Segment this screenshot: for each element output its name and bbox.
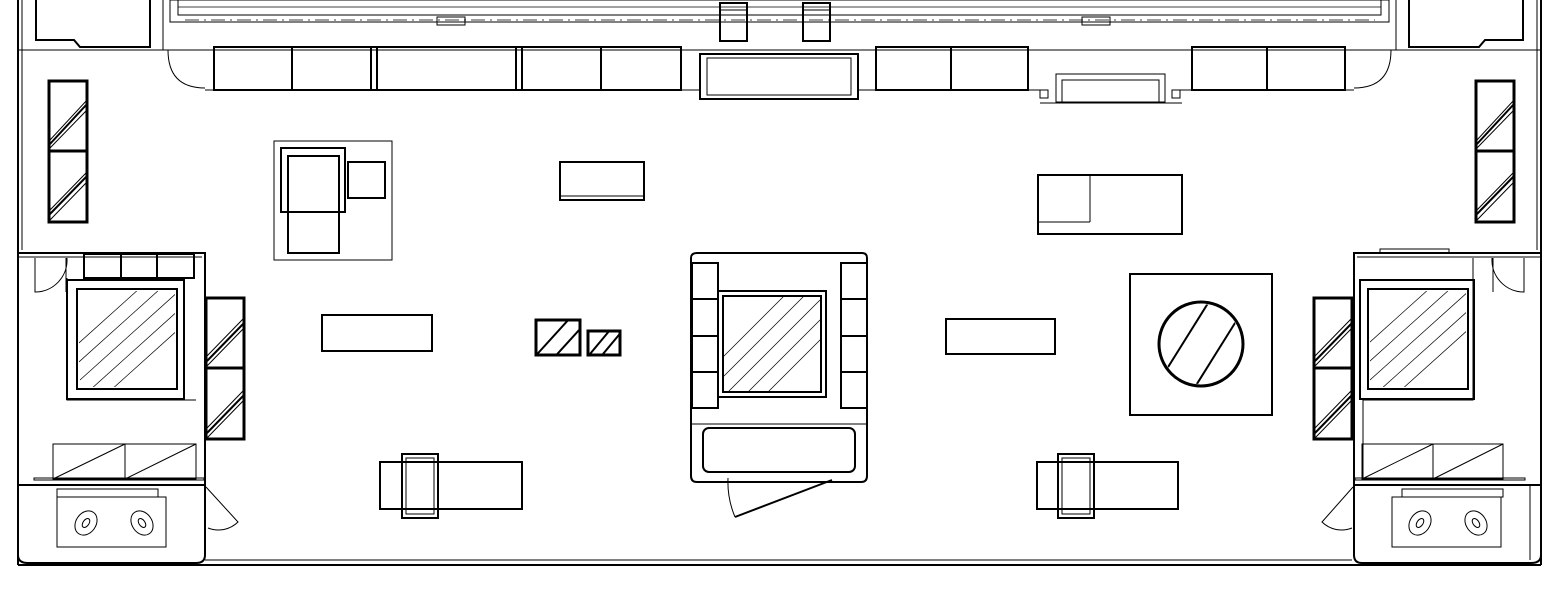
left-tall-unit	[47, 79, 89, 224]
table-top-center-left	[559, 161, 645, 201]
bench-right	[1036, 453, 1179, 519]
left-middle-unit	[204, 296, 246, 441]
round-table-platform	[1129, 273, 1273, 416]
small-hatched-boxes	[534, 318, 622, 357]
counter-top-right	[1037, 174, 1183, 235]
table-left-mid	[321, 314, 433, 352]
bench-left	[379, 453, 523, 519]
top-cabinets	[205, 46, 1354, 104]
table-right-mid	[945, 318, 1056, 355]
right-booth	[1321, 248, 1542, 564]
outer-walls	[17, 0, 1542, 566]
center-display-stand	[690, 252, 868, 518]
top-stage	[18, 0, 1541, 89]
lounge-chair-set	[273, 140, 393, 261]
right-middle-unit	[1312, 296, 1354, 441]
right-tall-unit	[1474, 79, 1516, 224]
